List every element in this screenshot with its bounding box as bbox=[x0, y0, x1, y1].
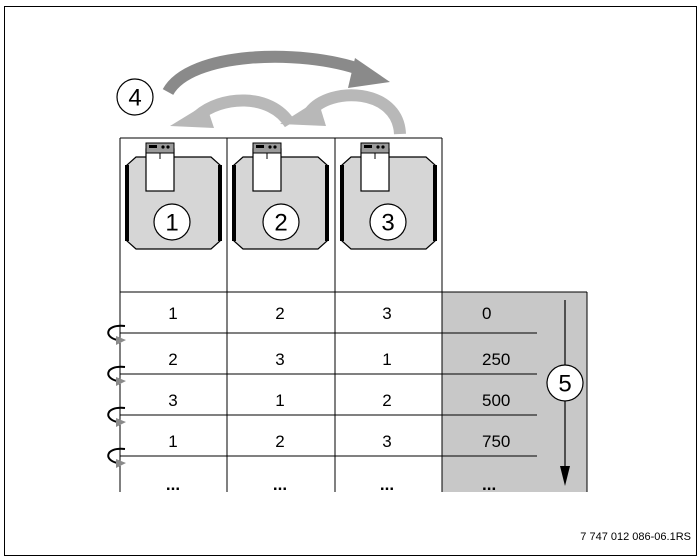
table-row: 1 2 3 750 bbox=[168, 432, 510, 451]
callout-5: 5 bbox=[546, 364, 584, 402]
row-rotation-arrows bbox=[107, 324, 126, 464]
table-cell: ... bbox=[380, 475, 394, 494]
table-cell: 3 bbox=[168, 391, 177, 410]
table-row: 1 2 3 0 bbox=[168, 304, 491, 323]
hours-cell: 250 bbox=[482, 350, 510, 369]
table-row: ... ... ... ... bbox=[166, 475, 496, 494]
table-cell: 1 bbox=[168, 304, 177, 323]
svg-text:3: 3 bbox=[381, 210, 394, 237]
table-row: 2 3 1 250 bbox=[168, 350, 510, 369]
table-cell: 2 bbox=[275, 304, 284, 323]
table-cell: 2 bbox=[382, 391, 391, 410]
hours-cell: 0 bbox=[482, 304, 491, 323]
table-cell: ... bbox=[273, 475, 287, 494]
table-cell: 3 bbox=[382, 304, 391, 323]
table-row: 3 1 2 500 bbox=[168, 391, 510, 410]
table-cell: 1 bbox=[275, 391, 284, 410]
table-cell: 3 bbox=[382, 432, 391, 451]
row-rotation-arrowheads bbox=[116, 336, 126, 468]
svg-text:2: 2 bbox=[274, 210, 287, 237]
table-cell: 1 bbox=[382, 350, 391, 369]
svg-text:1: 1 bbox=[165, 210, 178, 237]
svg-text:5: 5 bbox=[558, 371, 571, 398]
rotation-arrows bbox=[162, 50, 406, 135]
hours-cell: ... bbox=[482, 475, 496, 494]
table-lines bbox=[119, 291, 588, 492]
table-cell: 2 bbox=[275, 432, 284, 451]
svg-text:4: 4 bbox=[128, 85, 141, 112]
boiler-label-1: 1 bbox=[153, 203, 191, 241]
table-cell: 3 bbox=[275, 350, 284, 369]
hours-cell: 750 bbox=[482, 432, 510, 451]
boiler-label-3: 3 bbox=[369, 203, 407, 241]
table-cell: ... bbox=[166, 475, 180, 494]
table-cell: 2 bbox=[168, 350, 177, 369]
hours-cell: 500 bbox=[482, 391, 510, 410]
boiler-grid bbox=[119, 137, 443, 292]
figure-caption: 7 747 012 086-06.1RS bbox=[580, 531, 691, 543]
table-cell: 1 bbox=[168, 432, 177, 451]
callout-4: 4 bbox=[116, 78, 154, 116]
boiler-label-2: 2 bbox=[262, 203, 300, 241]
